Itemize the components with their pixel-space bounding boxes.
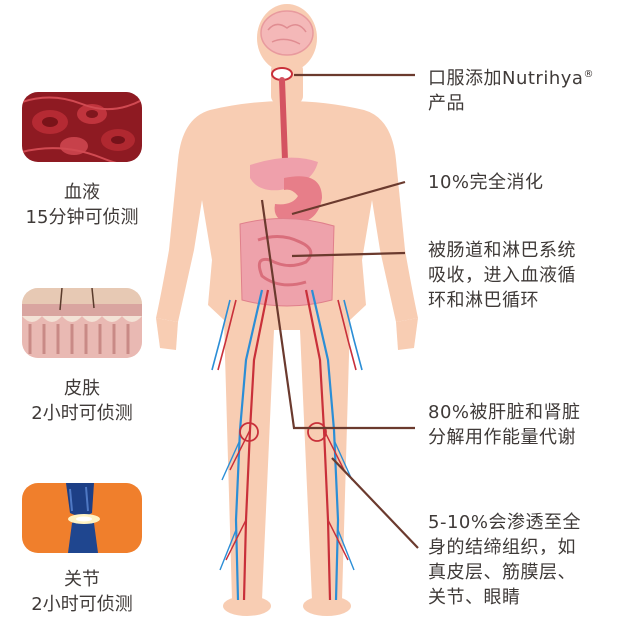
connective-line3: 真皮层、筋膜层、 xyxy=(428,560,628,585)
skin-detail: 2小时可侦测 xyxy=(0,401,164,426)
absorption-line2: 吸收，进入血液循 xyxy=(428,263,628,288)
registered-mark: ® xyxy=(583,69,594,80)
body-silhouette xyxy=(156,4,418,616)
metabolism-label: 80%被肝脏和肾脏 分解用作能量代谢 xyxy=(428,400,628,450)
blood-title: 血液 xyxy=(0,180,164,205)
digestion-label: 10%完全消化 xyxy=(428,170,628,195)
oral-intake-line1: 口服添加Nutrihya xyxy=(428,68,583,89)
connective-line1: 5-10%会渗透至全 xyxy=(428,510,628,535)
absorption-label: 被肠道和淋巴系统 吸收，进入血液循 环和淋巴循环 xyxy=(428,238,628,313)
absorption-line3: 环和淋巴循环 xyxy=(428,288,628,313)
digestion-line1: 10%完全消化 xyxy=(428,170,628,195)
absorption-line1: 被肠道和淋巴系统 xyxy=(428,238,628,263)
skin-cross-section-image xyxy=(22,288,142,358)
joint-detail: 2小时可侦测 xyxy=(0,592,164,617)
connective-line2: 身的结缔组织，如 xyxy=(428,535,628,560)
esophagus xyxy=(282,80,285,160)
skin-title: 皮肤 xyxy=(0,376,164,401)
knee-joint-image xyxy=(22,483,142,553)
metabolism-line1: 80%被肝脏和肾脏 xyxy=(428,400,628,425)
blood-detail: 15分钟可侦测 xyxy=(0,205,164,230)
intestines xyxy=(240,218,334,306)
oral-intake-label: 口服添加Nutrihya® 产品 xyxy=(428,62,628,116)
oral-intake-line2: 产品 xyxy=(428,91,628,116)
metabolism-line2: 分解用作能量代谢 xyxy=(428,425,628,450)
connective-line4: 关节、眼睛 xyxy=(428,585,628,610)
connective-tissue-label: 5-10%会渗透至全 身的结缔组织，如 真皮层、筋膜层、 关节、眼睛 xyxy=(428,510,628,610)
brain-icon xyxy=(261,11,313,55)
blood-cells-image xyxy=(22,92,142,162)
joint-title: 关节 xyxy=(0,567,164,592)
